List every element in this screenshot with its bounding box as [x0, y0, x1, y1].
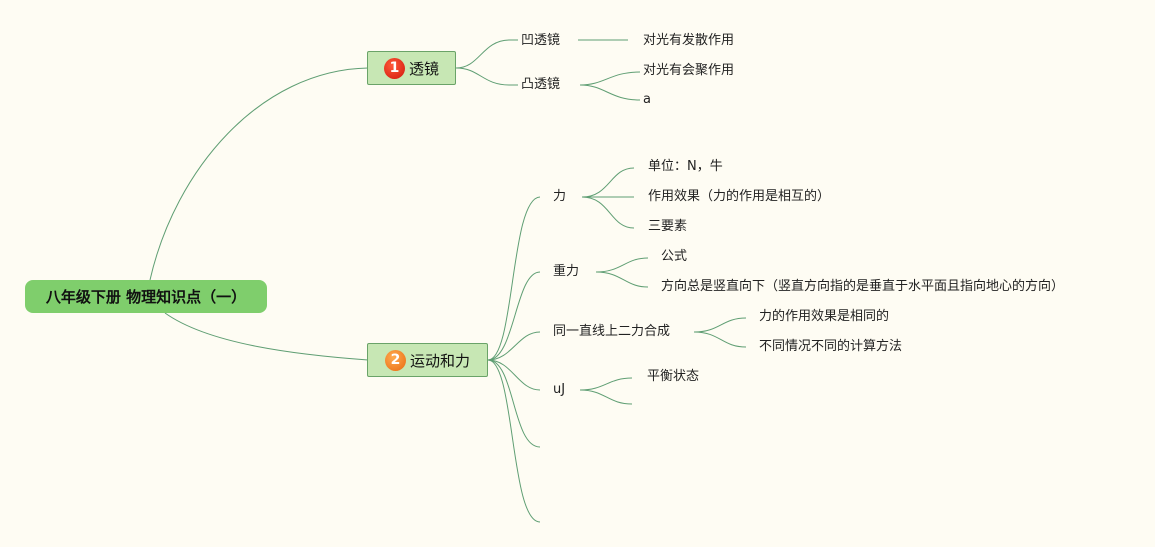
connector-root-motion: [164, 312, 369, 361]
branch-lens-label: 透镜: [408, 59, 439, 78]
root-topic-label: 八年级下册 物理知识点（一）: [45, 288, 247, 306]
topic-convex-lens[interactable]: 凸透镜: [521, 77, 561, 92]
connector-combine-leaf-2: [693, 331, 747, 348]
topic-combination-methods[interactable]: 不同情况不同的计算方法: [759, 339, 903, 354]
connector-convex-leaf-1: [579, 71, 641, 86]
topic-force-combination[interactable]: 同一直线上二力合成: [553, 324, 671, 339]
priority-2-icon: 2: [384, 349, 406, 371]
topic-concave-diverge[interactable]: 对光有发散作用: [643, 33, 735, 48]
topic-combination-same-effect[interactable]: 力的作用效果是相同的: [759, 309, 890, 324]
branch-lens[interactable]: 1 透镜: [367, 51, 456, 85]
topic-force-elements[interactable]: 三要素: [648, 219, 688, 234]
topic-force[interactable]: 力: [553, 189, 567, 204]
topic-gravity-direction[interactable]: 方向总是竖直向下（竖直方向指的是垂直于水平面且指向地心的方向）: [661, 279, 1065, 294]
branch-motion-force-label: 运动和力: [409, 351, 470, 370]
connector-motion-blank-1: [487, 359, 541, 448]
topic-gravity[interactable]: 重力: [553, 264, 580, 279]
topic-convex-a[interactable]: a: [643, 92, 651, 107]
connector-convex-leaf-2: [579, 84, 641, 101]
connector-motion-blank-2: [487, 359, 541, 523]
connector-motion-force: [487, 196, 541, 361]
connector-uj-leaf-2: [579, 389, 633, 405]
root-topic[interactable]: 八年级下册 物理知识点（一）: [25, 280, 267, 313]
topic-convex-converge[interactable]: 对光有会聚作用: [643, 63, 735, 78]
connector-uj-leaf-1: [579, 377, 633, 391]
topic-uj[interactable]: uJ: [553, 382, 566, 397]
connector-lens-convex: [455, 67, 518, 86]
topic-force-unit[interactable]: 单位：N，牛: [648, 159, 723, 174]
connector-root-lens: [149, 67, 369, 281]
connector-motion-combine: [487, 331, 541, 361]
connector-force-leaf-3: [581, 196, 635, 229]
connector-lens-concave: [455, 39, 518, 69]
connector-combine-leaf-1: [693, 317, 747, 333]
topic-equilibrium[interactable]: 平衡状态: [647, 369, 700, 384]
branch-motion-force[interactable]: 2 运动和力: [367, 343, 488, 377]
connector-force-leaf-1: [581, 167, 635, 198]
connector-gravity-leaf-2: [595, 271, 649, 288]
topic-force-effect[interactable]: 作用效果（力的作用是相互的）: [648, 189, 831, 204]
topic-gravity-formula[interactable]: 公式: [661, 249, 688, 264]
priority-1-icon: 1: [383, 57, 405, 79]
topic-concave-lens[interactable]: 凹透镜: [521, 33, 561, 48]
connector-gravity-leaf-1: [595, 257, 649, 273]
connector-motion-gravity: [487, 271, 541, 361]
connector-motion-uj: [487, 359, 541, 391]
